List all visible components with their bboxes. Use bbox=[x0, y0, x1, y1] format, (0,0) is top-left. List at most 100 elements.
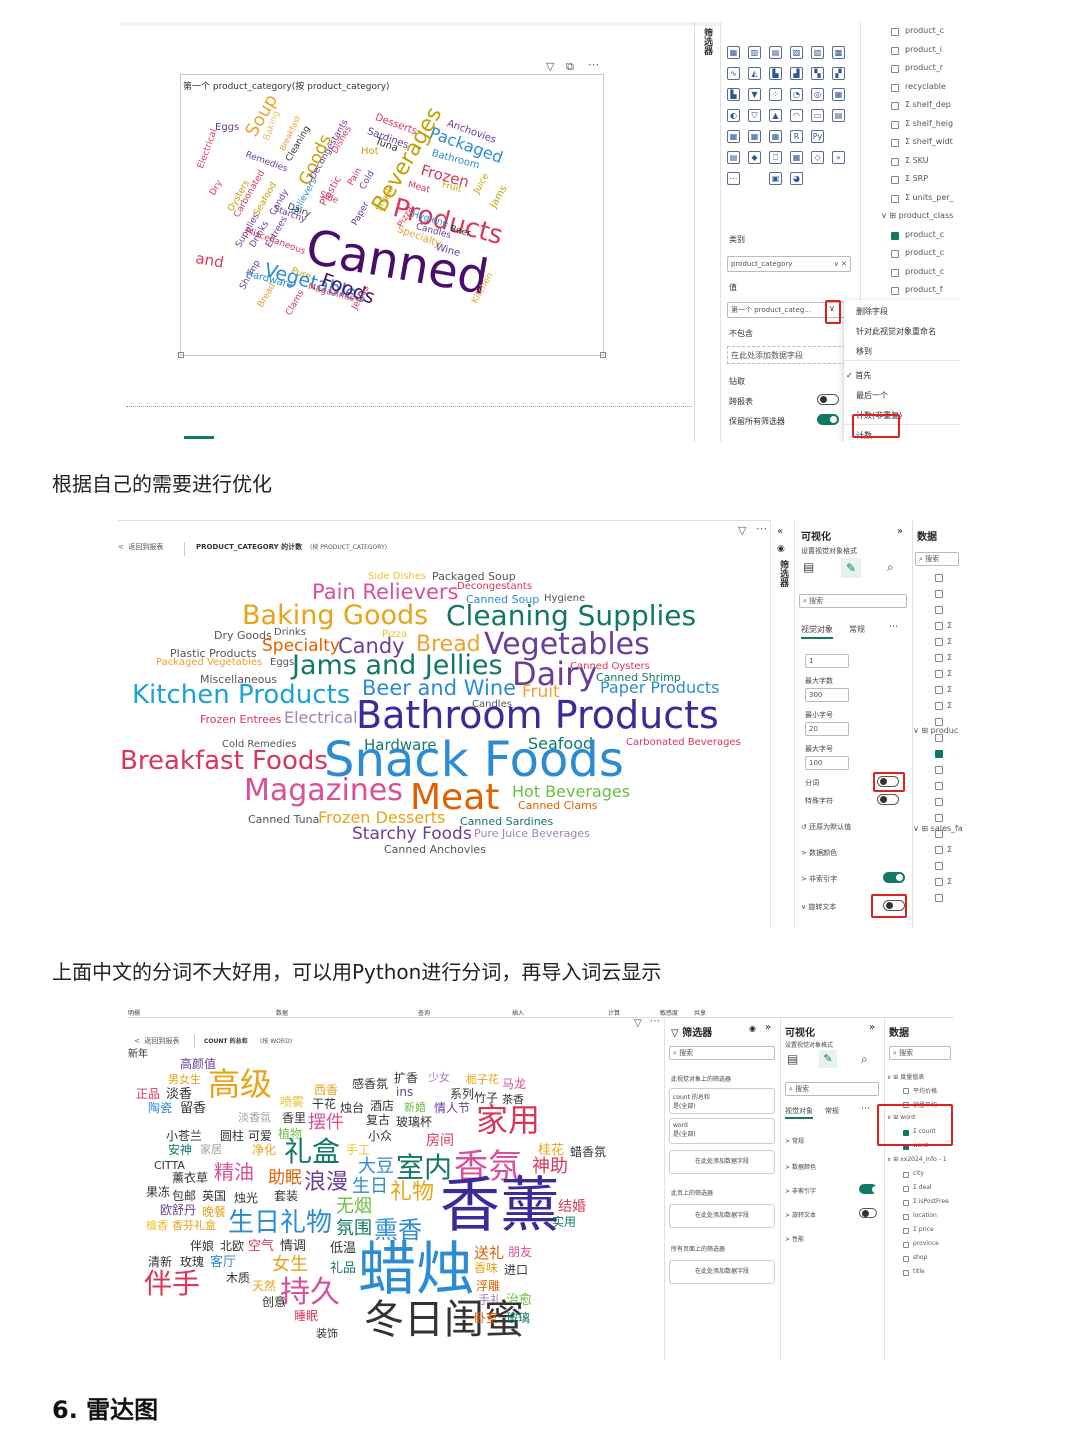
field-item[interactable]: product_r bbox=[905, 63, 944, 72]
field-item[interactable]: Σ SRP bbox=[905, 174, 929, 183]
search-input[interactable]: ⌕ 搜索 bbox=[785, 1082, 879, 1096]
field-checkbox[interactable] bbox=[935, 798, 943, 806]
rotate-text-toggle[interactable] bbox=[883, 900, 905, 911]
field-item[interactable]: Σ shelf_dep bbox=[905, 100, 951, 109]
field-checkbox[interactable] bbox=[935, 686, 943, 694]
analytics-icon[interactable]: ⌕ bbox=[861, 1052, 868, 1066]
field-checkbox[interactable] bbox=[903, 1256, 909, 1262]
field-item[interactable]: product_f bbox=[905, 285, 943, 294]
visual-type-icon[interactable]: ◠ bbox=[790, 109, 803, 122]
tab-visual[interactable]: 视觉对象 bbox=[785, 1106, 813, 1119]
field-checkbox[interactable] bbox=[891, 231, 899, 240]
filter-icon[interactable]: ▽ bbox=[738, 524, 747, 537]
add-field-drop[interactable]: 在此处添加数据字段 bbox=[669, 1150, 775, 1174]
focus-mode-icon[interactable]: ⧉ bbox=[566, 60, 574, 73]
field-checkbox[interactable] bbox=[891, 65, 899, 73]
ribbon-menu-item[interactable]: 查询 bbox=[418, 1010, 431, 1017]
search-input[interactable]: ⌕ 搜索 bbox=[799, 594, 907, 608]
visual-type-icon[interactable]: ◕ bbox=[790, 172, 803, 185]
menu-item[interactable]: 最后一个 bbox=[856, 391, 888, 400]
field-checkbox[interactable] bbox=[891, 268, 899, 277]
table-product-class[interactable]: ∨ ⊞ product_class bbox=[881, 211, 954, 220]
field-checkbox[interactable] bbox=[891, 250, 899, 258]
more-options-icon[interactable]: ⋯ bbox=[756, 522, 767, 535]
visual-type-icon[interactable]: ▤ bbox=[769, 46, 782, 59]
visual-type-icon[interactable] bbox=[748, 172, 761, 185]
word-break-toggle[interactable] bbox=[877, 776, 899, 787]
table-product[interactable]: ∨ ⊞ produc bbox=[913, 726, 959, 735]
field-checkbox[interactable] bbox=[935, 814, 943, 822]
visual-type-icon[interactable]: ▲ bbox=[769, 109, 782, 122]
more-options-icon[interactable]: ⋯ bbox=[650, 1016, 660, 1027]
menu-item[interactable]: ✓ 首先 bbox=[846, 371, 872, 380]
add-field-drop[interactable]: 在此处添加数据字段 bbox=[727, 346, 851, 364]
keep-filters-toggle[interactable] bbox=[817, 414, 839, 425]
format-visual-icon[interactable]: ✎ bbox=[819, 1050, 837, 1068]
field-item[interactable]: recyclable bbox=[905, 81, 946, 91]
back-to-report[interactable]: < 返回到报表 bbox=[118, 543, 164, 551]
rotate-text-toggle[interactable] bbox=[859, 1208, 877, 1218]
menu-item[interactable]: 移到 bbox=[856, 347, 872, 356]
field-checkbox[interactable] bbox=[935, 894, 943, 902]
visual-type-icon[interactable]: ⛉ bbox=[748, 109, 761, 122]
table-item[interactable]: ∨ ⊞ xx2024_info - 1 bbox=[887, 1156, 947, 1163]
visual-type-icon[interactable]: ▦ bbox=[748, 130, 761, 143]
field-checkbox[interactable] bbox=[891, 28, 899, 36]
field-checkbox[interactable] bbox=[891, 83, 899, 92]
analytics-icon[interactable]: ⌕ bbox=[887, 560, 894, 574]
build-visual-icon[interactable]: ▤ bbox=[787, 1052, 799, 1066]
cross-report-toggle[interactable] bbox=[817, 394, 839, 405]
format-visual-icon[interactable]: ✎ bbox=[841, 558, 861, 578]
field-item[interactable]: Σ deal bbox=[913, 1184, 932, 1191]
field-item[interactable]: product_c bbox=[905, 266, 945, 276]
ribbon-menu-item[interactable]: 插入 bbox=[512, 1010, 525, 1017]
visual-type-icon[interactable]: ▥ bbox=[748, 46, 761, 59]
field-checkbox[interactable] bbox=[935, 590, 943, 598]
section-data-colors[interactable]: > 数据颜色 bbox=[785, 1164, 816, 1171]
table-item[interactable]: ∨ ⊞ 度量值表 bbox=[887, 1074, 925, 1081]
field-item[interactable]: Σ SKU bbox=[905, 155, 929, 165]
field-item[interactable]: Σ units_per_ bbox=[905, 192, 954, 202]
expand-icon[interactable]: » bbox=[897, 526, 904, 537]
table-sales[interactable]: ∨ ⊞ sales_fa bbox=[913, 824, 962, 833]
ribbon-menu-item[interactable]: 敏感度 bbox=[660, 1010, 679, 1017]
field-checkbox[interactable] bbox=[903, 1242, 909, 1248]
field-checkbox[interactable] bbox=[935, 750, 943, 758]
visual-type-icon[interactable]: ⋯ bbox=[727, 172, 740, 185]
visual-type-icon[interactable]: ◭ bbox=[748, 67, 761, 80]
resize-handle[interactable] bbox=[600, 352, 606, 358]
chevron-down-icon[interactable]: ∨ bbox=[829, 304, 835, 313]
field-item[interactable]: product_c bbox=[905, 229, 945, 239]
wordcloud-visual[interactable]: 第一个 product_category(按 product_category)… bbox=[180, 74, 604, 356]
field-checkbox[interactable] bbox=[935, 638, 943, 646]
menu-item[interactable]: 删除字段 bbox=[856, 307, 888, 316]
field-item[interactable]: product_c bbox=[905, 248, 945, 257]
field-checkbox[interactable] bbox=[891, 194, 899, 203]
section-rotate-text[interactable]: > 旋转文本 bbox=[785, 1212, 816, 1219]
max-font-input[interactable]: 100 bbox=[805, 756, 849, 770]
section-performance[interactable]: > 性能 bbox=[785, 1236, 804, 1243]
value-input[interactable]: 1 bbox=[805, 654, 849, 668]
tab-general[interactable]: 常规 bbox=[825, 1107, 839, 1115]
visual-type-icon[interactable]: ▧ bbox=[790, 46, 803, 59]
visual-type-icon[interactable]: ▭ bbox=[811, 109, 824, 122]
add-field-drop[interactable]: 在此处添加数据字段 bbox=[669, 1260, 775, 1284]
field-checkbox[interactable] bbox=[903, 1228, 909, 1234]
visual-type-icon[interactable] bbox=[832, 130, 845, 143]
field-checkbox[interactable] bbox=[891, 102, 899, 110]
field-checkbox[interactable] bbox=[935, 878, 943, 886]
value-field[interactable]: 第一个 product_categ... bbox=[727, 302, 851, 318]
field-checkbox[interactable] bbox=[903, 1200, 909, 1206]
field-item[interactable]: province bbox=[913, 1240, 939, 1247]
field-checkbox[interactable] bbox=[891, 287, 899, 295]
field-item[interactable]: Σ shelf_widt bbox=[905, 137, 953, 146]
field-item[interactable]: title bbox=[913, 1268, 925, 1275]
section-general[interactable]: > 常规 bbox=[785, 1138, 804, 1145]
collapse-icon[interactable]: » bbox=[765, 1022, 772, 1033]
field-checkbox[interactable] bbox=[903, 1214, 909, 1220]
search-input[interactable]: ⌕ 搜索 bbox=[915, 552, 959, 566]
field-item[interactable]: Σ count bbox=[913, 1128, 936, 1135]
visual-type-icon[interactable]: ▤ bbox=[832, 109, 845, 122]
